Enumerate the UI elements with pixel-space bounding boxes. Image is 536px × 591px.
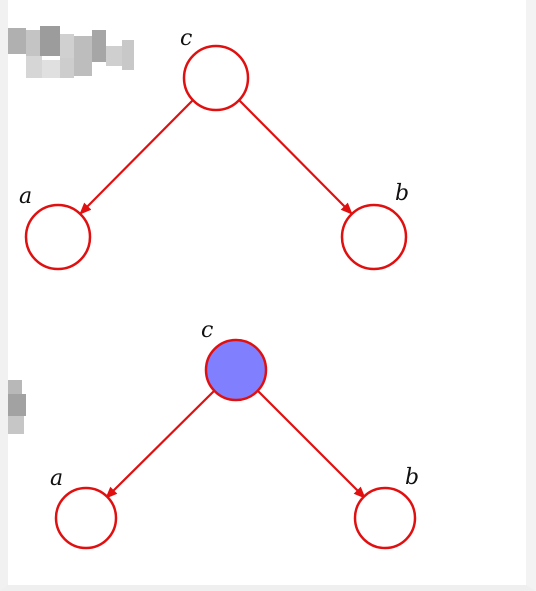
node-c-label: c (201, 318, 213, 343)
redacted-patch-top (8, 26, 134, 78)
node-a-label: a (19, 184, 32, 209)
edge-c-to-a (79, 99, 194, 215)
node-c (182, 44, 250, 112)
node-b-label: b (405, 465, 419, 490)
node-b (340, 203, 408, 271)
node-b (353, 486, 417, 550)
diagram-1: c a b (19, 26, 409, 271)
edge-c-to-a (105, 390, 215, 499)
node-c-observed (204, 338, 268, 402)
edge-c-to-b (257, 390, 366, 499)
edge-c-to-b (238, 99, 353, 215)
node-a-label: a (50, 466, 63, 491)
node-b-label: b (395, 181, 409, 206)
node-a (24, 203, 92, 271)
diagram-2: c a b (50, 318, 419, 550)
node-a (54, 486, 118, 550)
redacted-patch-bottom (8, 380, 26, 434)
node-c-label: c (180, 26, 192, 51)
